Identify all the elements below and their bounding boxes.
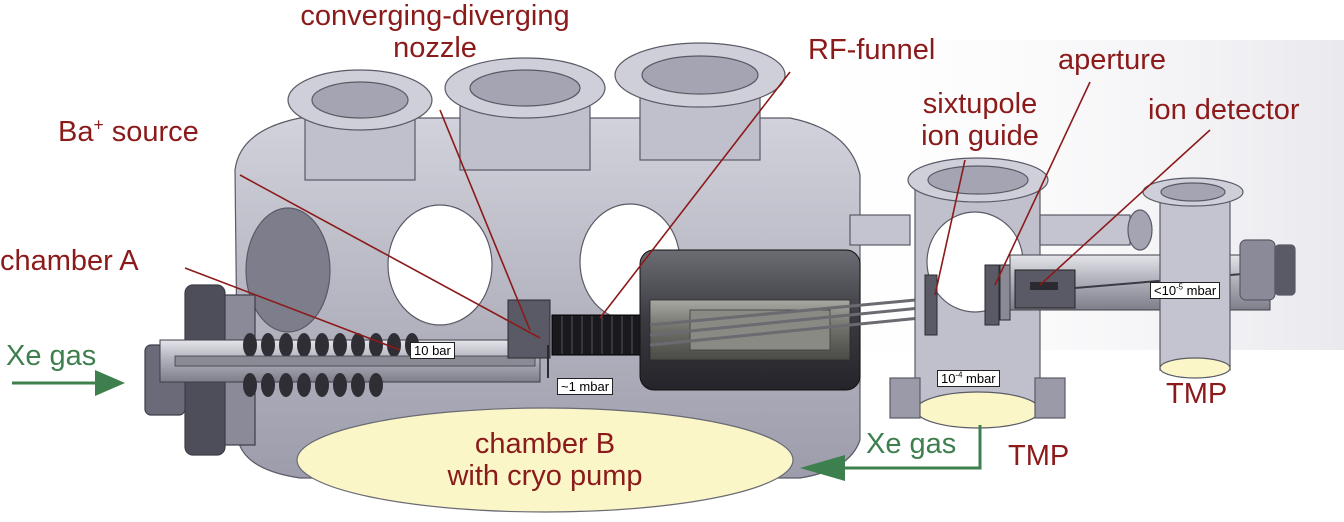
leader-ion-detector xyxy=(1039,129,1211,286)
inner-gas-line xyxy=(174,355,536,367)
tmp-right-opening xyxy=(1159,357,1231,379)
leader-aperture xyxy=(994,81,1091,286)
leader-rf-funnel xyxy=(599,71,791,319)
label-chamber-a: chamber A xyxy=(0,245,139,277)
label-sixtupole-line2: ion guide xyxy=(921,120,1039,152)
label-ion-detector: ion detector xyxy=(1148,94,1300,126)
p4-unit: mbar xyxy=(1183,283,1217,298)
viewports xyxy=(245,203,681,333)
detector-element xyxy=(1030,282,1058,290)
label-ba-source: Ba+ source xyxy=(58,116,199,148)
pressure-tag-1e-4mbar: 10-4 mbar xyxy=(937,370,1000,387)
label-aperture: aperture xyxy=(1058,44,1167,76)
label-nozzle-line2: nozzle xyxy=(393,32,477,64)
label-chamber-b-line1: chamber B xyxy=(474,428,616,460)
label-tmp-middle: TMP xyxy=(1008,440,1070,472)
label-chamber-b: chamber B with cryo pump xyxy=(395,428,695,492)
label-ba-main: Ba xyxy=(58,116,94,148)
label-chamber-b-line2: with cryo pump xyxy=(447,460,643,492)
label-nozzle: converging-diverging nozzle xyxy=(270,0,600,64)
label-xe-gas-left: Xe gas xyxy=(6,340,97,372)
pressure-tag-1mbar: ~1 mbar xyxy=(557,378,614,395)
aperture-flange xyxy=(924,264,1011,336)
chamber-b-cryo-pump xyxy=(296,407,794,513)
p4-exp: -5 xyxy=(1176,282,1183,292)
p3-unit: mbar xyxy=(962,371,996,386)
p3-base: 10 xyxy=(941,371,956,386)
rf-funnel-rings xyxy=(561,316,633,354)
gas-arrows xyxy=(12,370,982,481)
top-ports xyxy=(287,42,786,181)
rf-funnel-body xyxy=(551,314,643,356)
upper-side-flanges xyxy=(849,209,1153,251)
xe-gas-right-arrow-head xyxy=(800,455,845,481)
p3-exp: -4 xyxy=(955,370,963,380)
leader-nozzle xyxy=(439,109,531,331)
leader-lines xyxy=(184,71,1211,351)
tmp-middle-opening xyxy=(915,391,1041,429)
pressure-tag-10bar: 10 bar xyxy=(410,342,455,359)
label-ba-rest: source xyxy=(103,116,199,148)
label-xe-gas-right: Xe gas xyxy=(866,428,957,460)
leader-sixtupole xyxy=(934,159,966,296)
p4-prefix: <10 xyxy=(1154,283,1177,298)
label-nozzle-line1: converging-diverging xyxy=(300,0,570,32)
pressure-tag-1e-5mbar: <10-5 mbar xyxy=(1150,282,1221,299)
label-tmp-right: TMP xyxy=(1166,378,1228,410)
xe-gas-right-line xyxy=(840,425,982,470)
xe-gas-left-arrow-head xyxy=(95,370,125,396)
label-sixtupole: sixtupole ion guide xyxy=(900,88,1060,152)
leader-ba-source xyxy=(239,174,541,339)
label-rf-funnel: RF-funnel xyxy=(808,34,936,66)
leader-chamber-a xyxy=(184,267,401,351)
label-sixtupole-line1: sixtupole xyxy=(922,88,1038,120)
label-ba-sup: + xyxy=(93,114,104,135)
